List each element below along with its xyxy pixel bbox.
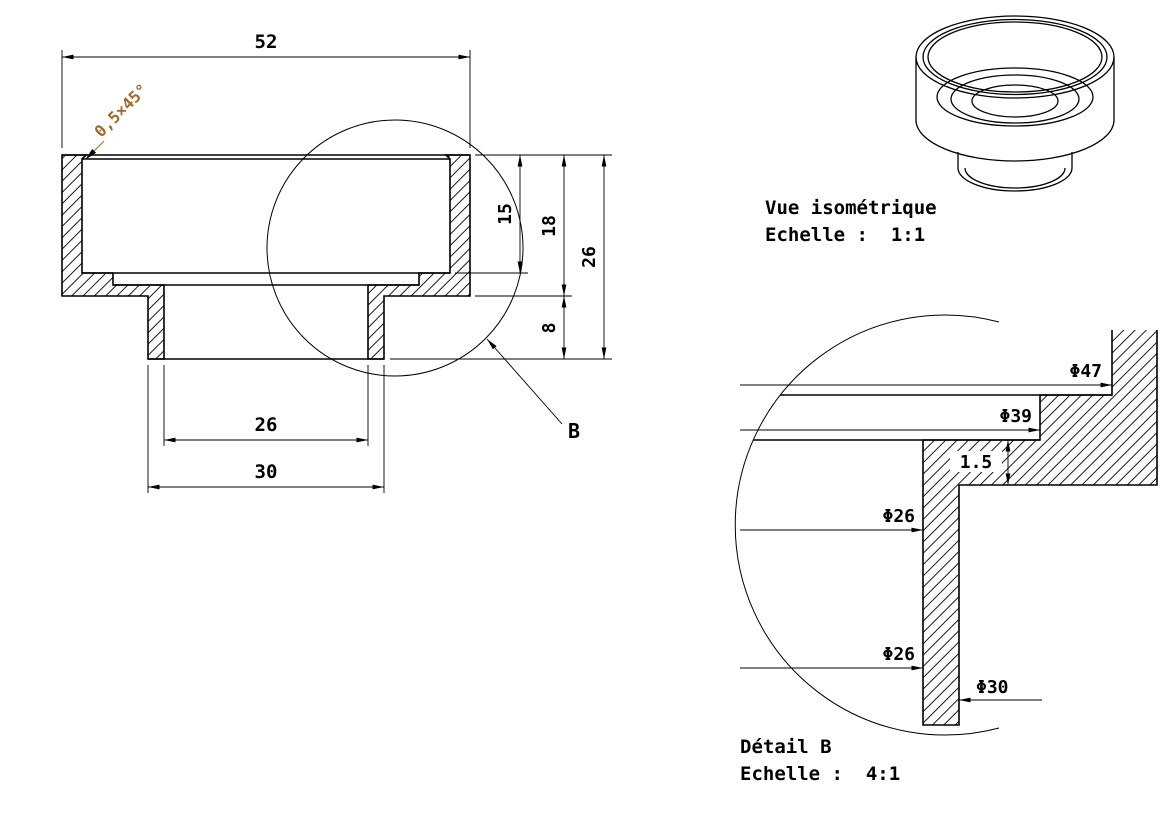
chamfer-callout: 0,5×45° — [84, 80, 152, 161]
detail-dimension-dia-26-upper: Φ26 — [740, 506, 923, 533]
detail-view-b: Φ47 Φ39 1.5 Φ26 Φ26 Φ30 — [734, 314, 1158, 736]
iso-rim-chamfer — [922, 18, 1108, 96]
section-hatch-right — [368, 155, 470, 359]
chamfer-label: 0,5×45° — [91, 80, 152, 141]
iso-caption: Vue isométrique Echelle : 1:1 — [765, 197, 937, 246]
dimension-boss-height-8: 8 — [539, 296, 567, 359]
detail-marker-label: B — [568, 419, 580, 443]
dimension-boss-30: 30 — [147, 365, 385, 493]
detail-dimension-dia-30: Φ30 — [959, 677, 1042, 703]
iso-boss-bottom-arc — [957, 167, 1073, 192]
iso-hole-circle — [971, 84, 1059, 118]
iso-cavity-floor — [936, 67, 1094, 127]
chamfer-leader-line — [84, 140, 105, 161]
section-hatch-left — [62, 155, 164, 359]
dim-label-hole-26: 26 — [255, 414, 278, 436]
dimension-hole-26: 26 — [163, 365, 369, 446]
iso-outer-rim — [915, 15, 1115, 99]
detail-caption-title: Détail B — [740, 736, 832, 758]
iso-caption-title: Vue isométrique — [765, 197, 937, 219]
label-mask — [950, 451, 1002, 472]
dim-label-15: 15 — [495, 203, 516, 225]
detail-dimension-dia-47: Φ47 — [740, 361, 1112, 388]
dim-label-26-total: 26 — [579, 246, 600, 268]
iso-cavity-wall-top — [927, 21, 1103, 93]
dim-label-dia-26-lower: Φ26 — [882, 644, 915, 665]
detail-dimension-dia-39: Φ39 — [740, 406, 1040, 433]
detail-boundary-arc — [734, 314, 1000, 736]
iso-body-sides — [915, 57, 1115, 120]
dim-label-18: 18 — [539, 215, 560, 237]
extension-line — [147, 365, 385, 493]
extension-line — [163, 365, 369, 446]
iso-flange-bottom-arc — [915, 119, 1115, 162]
isometric-view — [915, 15, 1115, 192]
dim-label-dia-26-upper: Φ26 — [882, 506, 915, 527]
dim-label-dia-47: Φ47 — [1069, 361, 1102, 382]
dimension-width-52: 52 — [61, 31, 471, 148]
iso-boss-sides — [957, 152, 1073, 168]
detail-hatch — [923, 330, 1157, 725]
detail-caption: Détail B Echelle : 4:1 — [740, 736, 900, 785]
dimension-depth-18: 18 — [475, 155, 572, 297]
detail-circle — [266, 119, 524, 377]
dim-label-dia-39: Φ39 — [999, 406, 1032, 427]
main-section-view: 52 0,5×45° 15 18 26 8 — [61, 31, 612, 493]
detail-leader-line — [486, 338, 563, 425]
dim-label-step-1-5: 1.5 — [960, 452, 993, 473]
section-outline-right — [367, 154, 471, 360]
extension-line — [61, 50, 471, 148]
dim-label-dia-30: Φ30 — [976, 677, 1009, 698]
iso-caption-scale: Echelle : 1:1 — [765, 224, 925, 246]
detail-dimension-step-1-5: 1.5 — [950, 440, 1011, 485]
detail-caption-scale: Echelle : 4:1 — [740, 763, 900, 785]
dimension-depth-15: 15 — [455, 154, 612, 274]
extension-line — [455, 154, 612, 274]
dim-label-8: 8 — [539, 323, 560, 334]
detail-dimension-dia-26-lower: Φ26 — [740, 644, 923, 671]
section-outline-left — [61, 154, 165, 360]
dim-label-52: 52 — [255, 31, 278, 53]
detail-circle-callout: B — [266, 119, 580, 443]
iso-ledge-circle — [950, 74, 1080, 124]
iso-boss-bottom-inner-arc — [964, 167, 1066, 189]
dim-label-boss-30: 30 — [255, 461, 278, 483]
dimension-height-26: 26 — [390, 155, 612, 360]
